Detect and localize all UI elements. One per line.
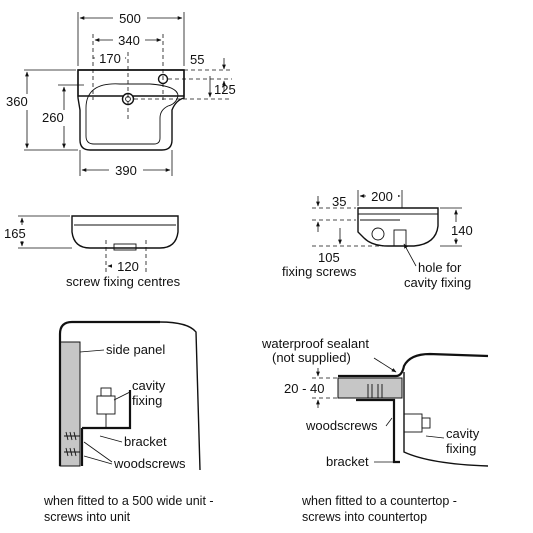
- screw-fixing-centres-label: screw fixing centres: [66, 274, 181, 289]
- countertop-install-detail: 20 - 40 waterproof sealant (not supplied…: [261, 336, 489, 469]
- dim-label-bg: [448, 222, 482, 238]
- plan-view: 500 340 170 55 125 360 260: [4, 10, 236, 178]
- dim-label-bg: [366, 188, 398, 204]
- dim-label-bg: [95, 50, 125, 66]
- sealant-label-2: (not supplied): [272, 350, 351, 365]
- countertop-rect: [337, 377, 403, 399]
- cavity-fixing-right-head: [421, 417, 431, 429]
- waste-front: [113, 243, 137, 251]
- dim-55-label: 55: [190, 52, 204, 67]
- cavity-right-label-1: cavity: [446, 426, 480, 441]
- caption-right-line-2: screws into countertop: [302, 510, 427, 524]
- captions: when fitted to a 500 wide unit - screws …: [43, 494, 457, 524]
- dim-label-bg: [2, 225, 36, 241]
- woodscrews-right-leader: [385, 417, 393, 427]
- front-view: 165 120 screw fixing centres: [2, 215, 181, 289]
- cavity-fixing-body: [96, 395, 116, 415]
- hole-for-label: hole for: [418, 260, 462, 275]
- bracket-right-label: bracket: [326, 454, 369, 469]
- dim-340-label: 340: [118, 33, 140, 48]
- woodscrews-leader-2: [83, 455, 113, 465]
- bracket-leader: [99, 435, 123, 443]
- dim-390-label: 390: [115, 163, 137, 178]
- dim-label-bg: [4, 94, 38, 110]
- dim-260-label: 260: [42, 110, 64, 125]
- countertop-range-label: 20 - 40: [284, 381, 324, 396]
- bracket-left-label: bracket: [124, 434, 167, 449]
- cavity-fixing-label: cavity fixing: [404, 275, 471, 290]
- basin-edge: [58, 320, 160, 466]
- dim-105-label: 105: [318, 250, 340, 265]
- cavity-fixing-head: [100, 387, 112, 397]
- fixing-screws-label: fixing screws: [282, 264, 357, 279]
- dim-35-label: 35: [332, 194, 346, 209]
- cavity-right-leader: [425, 435, 445, 439]
- dim-170-label: 170: [99, 51, 121, 66]
- caption-left-line-2: screws into unit: [44, 510, 131, 524]
- woodscrews-right-label: woodscrews: [305, 418, 378, 433]
- dim-165-label: 165: [4, 226, 26, 241]
- cavity-fixing-right-body: [403, 413, 423, 433]
- dim-500-label: 500: [119, 11, 141, 26]
- dim-label-bg: [112, 258, 144, 274]
- side-waste: [371, 227, 385, 241]
- woodscrew-1: [64, 431, 80, 441]
- woodscrews-right-shape: [367, 384, 383, 398]
- unit-install-detail: side panel cavity fixing bracket woodscr…: [58, 320, 201, 471]
- basin-front-outline: [71, 215, 179, 249]
- dim-140-label: 140: [451, 223, 473, 238]
- basin-plan-bowl: [85, 83, 179, 145]
- side-view: 35 200 140 105 fixing screws hole for ca…: [282, 188, 482, 290]
- dim-label-bg: [113, 32, 145, 48]
- basin-bowl-profile: [159, 321, 201, 471]
- dim-125-label: 125: [214, 82, 236, 97]
- hole-leader: [403, 243, 417, 267]
- caption-right-line-1: when fitted to a countertop -: [301, 494, 457, 508]
- dim-120-label: 120: [117, 259, 139, 274]
- dim-label-bg: [113, 10, 147, 26]
- basin-rim-profile: [338, 352, 489, 378]
- cavity-right-label-2: fixing: [446, 441, 476, 456]
- cavity-left-label-2: fixing: [132, 393, 162, 408]
- cavity-left-label-1: cavity: [132, 378, 166, 393]
- dim-label-bg: [109, 162, 143, 178]
- dim-360-label: 360: [6, 94, 28, 109]
- side-panel-label: side panel: [106, 342, 165, 357]
- bracket-shape: [80, 390, 132, 466]
- dim-label-bg: [40, 110, 74, 126]
- sealant-leader: [373, 357, 397, 373]
- dim-200-label: 200: [371, 189, 393, 204]
- side-panel-rect: [59, 341, 81, 467]
- woodscrew-2: [64, 447, 80, 457]
- caption-left-line-1: when fitted to a 500 wide unit -: [43, 494, 214, 508]
- cavity-leader: [113, 391, 131, 401]
- basin-plan-deck: [77, 69, 185, 97]
- side-panel-leader: [79, 349, 105, 353]
- basin-bowl-side: [403, 372, 489, 467]
- woodscrews-left-label: woodscrews: [113, 456, 186, 471]
- sealant-label-1: waterproof sealant: [261, 336, 369, 351]
- bracket-right-shape: [356, 398, 400, 464]
- basin-plan-outline: [77, 69, 185, 151]
- woodscrews-leader-1: [83, 441, 113, 463]
